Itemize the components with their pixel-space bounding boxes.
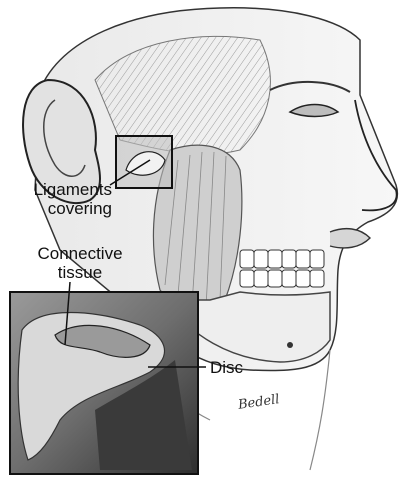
mental-foramen bbox=[287, 342, 293, 348]
label-disc: Disc bbox=[210, 358, 243, 377]
label-connective-line2: tissue bbox=[20, 263, 140, 282]
lips bbox=[330, 229, 370, 248]
label-ligaments-line1: Ligaments bbox=[4, 180, 112, 199]
label-ligaments: Ligaments covering bbox=[4, 180, 112, 218]
label-connective-tissue: Connective tissue bbox=[20, 244, 140, 282]
label-ligaments-line2: covering bbox=[4, 199, 112, 218]
label-connective-line1: Connective bbox=[20, 244, 140, 263]
